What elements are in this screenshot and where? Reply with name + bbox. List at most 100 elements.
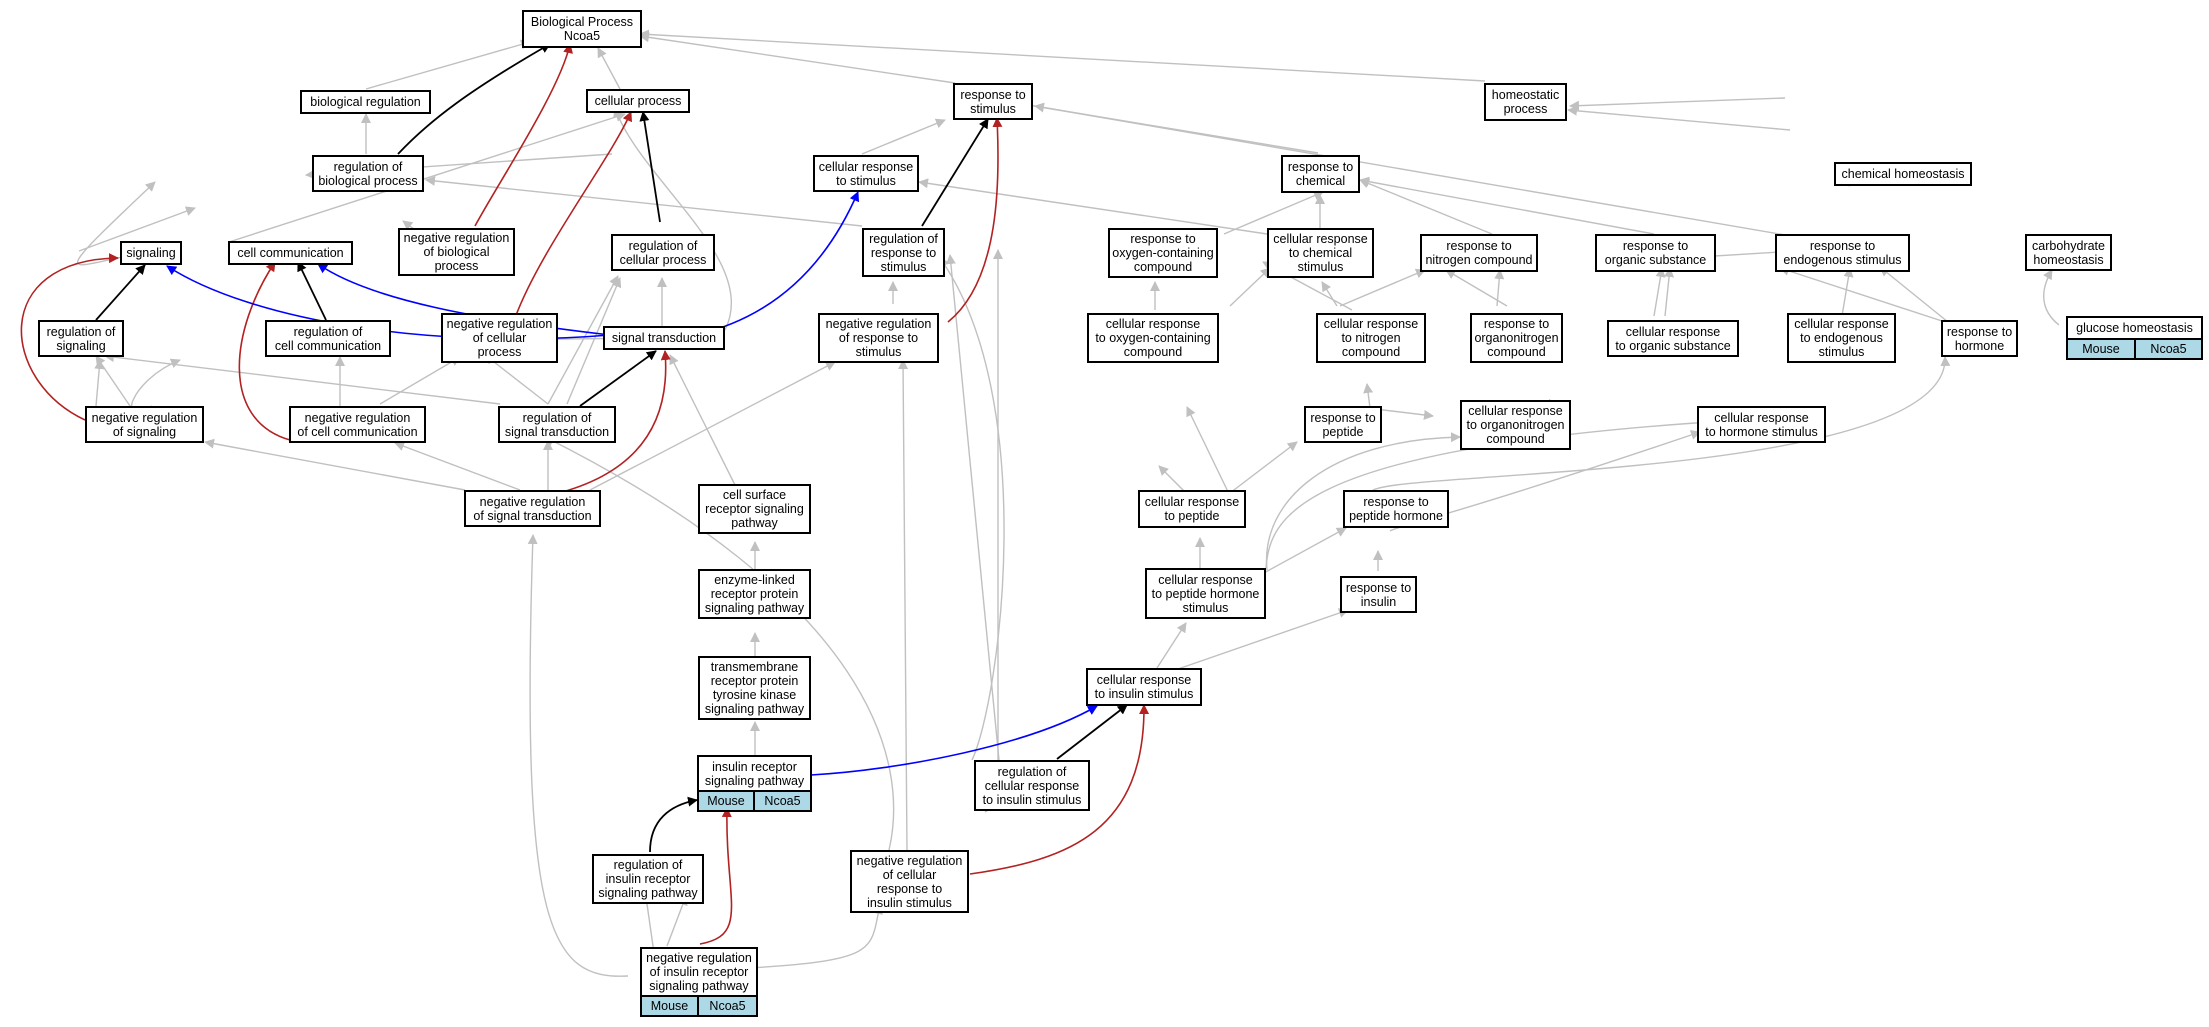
node-regulation-of-insulin-receptor-signaling-pathway[interactable]: regulation of insulin receptor signaling… [592, 854, 704, 904]
edge [228, 112, 626, 243]
edge [238, 261, 291, 441]
edge [365, 39, 531, 90]
node-negative-regulation-of-response-to-stimulus[interactable]: negative regulation of response to stimu… [818, 313, 939, 363]
node-homeostatic-process[interactable]: homeostatic process [1484, 83, 1567, 121]
tag-species: Mouse [697, 790, 755, 812]
node-cellular-response-to-nitrogen-compound[interactable]: cellular response to nitrogen compound [1316, 313, 1426, 363]
edge [861, 118, 946, 155]
node-response-to-oxygen-containing-compound[interactable]: response to oxygen-containing compound [1108, 228, 1218, 278]
edge [669, 354, 736, 486]
node-chemical-homeostasis[interactable]: chemical homeostasis [1834, 162, 1972, 186]
node-response-to-peptide-hormone[interactable]: response to peptide hormone [1343, 490, 1449, 528]
node-glucose-homeostasis[interactable]: glucose homeostasis [2066, 316, 2203, 340]
edge [554, 350, 671, 495]
edge [921, 118, 989, 227]
node-regulation-of-signal-transduction[interactable]: regulation of signal transduction [498, 406, 616, 443]
edge [130, 358, 181, 413]
node-regulation-of-biological-process[interactable]: regulation of biological process [312, 155, 424, 192]
tag-row-glucose-homeostasis: Mouse Ncoa5 [2066, 338, 2203, 360]
node-cellular-response-to-oxygen-containing-compound[interactable]: cellular response to oxygen-containing c… [1087, 313, 1219, 363]
edge [939, 257, 1005, 761]
node-response-to-organonitrogen-compound[interactable]: response to organonitrogen compound [1470, 313, 1563, 363]
edge [1494, 269, 1505, 307]
node-cellular-response-to-hormone-stimulus[interactable]: cellular response to hormone stimulus [1697, 406, 1826, 443]
node-signal-transduction[interactable]: signal transduction [603, 326, 725, 350]
node-response-to-chemical[interactable]: response to chemical [1281, 155, 1360, 193]
node-biological-regulation[interactable]: biological regulation [300, 90, 431, 114]
node-cellular-response-to-organic-substance[interactable]: cellular response to organic substance [1607, 320, 1739, 357]
node-response-to-nitrogen-compound[interactable]: response to nitrogen compound [1420, 234, 1538, 272]
node-negative-regulation-of-biological-process[interactable]: negative regulation of biological proces… [398, 228, 515, 276]
node-response-to-stimulus[interactable]: response to stimulus [953, 83, 1033, 120]
edge [1569, 97, 1786, 111]
node-insulin-receptor-signaling-pathway[interactable]: insulin receptor signaling pathway [697, 755, 812, 792]
node-negative-regulation-of-cellular-process[interactable]: negative regulation of cellular process [441, 313, 558, 363]
edge [1339, 268, 1426, 307]
edge [945, 254, 1000, 761]
edge [1664, 267, 1675, 317]
edge [544, 436, 895, 851]
node-response-to-insulin[interactable]: response to insulin [1340, 576, 1417, 613]
node-signaling[interactable]: signaling [120, 241, 182, 265]
node-regulation-of-signaling[interactable]: regulation of signaling [38, 320, 124, 357]
edge [547, 275, 619, 405]
node-cellular-response-to-endogenous-stimulus[interactable]: cellular response to endogenous stimulus [1787, 313, 1896, 363]
node-response-to-organic-substance[interactable]: response to organic substance [1595, 234, 1716, 272]
edge [1223, 190, 1324, 235]
edge [1321, 281, 1338, 307]
edge [1229, 267, 1271, 307]
edge [639, 32, 956, 84]
node-negative-regulation-of-signal-transduction[interactable]: negative regulation of signal transducti… [464, 490, 601, 527]
node-negative-regulation-of-insulin-receptor-signaling-pathway[interactable]: negative regulation of insulin receptor … [640, 947, 758, 997]
edge [649, 796, 698, 853]
edge [1186, 406, 1233, 501]
node-cellular-response-to-peptide-hormone-stimulus[interactable]: cellular response to peptide hormone sti… [1145, 568, 1266, 619]
node-regulation-of-cellular-process[interactable]: regulation of cellular process [611, 234, 715, 271]
node-regulation-of-cellular-response-to-insulin-stimulus[interactable]: regulation of cellular response to insul… [974, 760, 1090, 811]
tag-gene: Ncoa5 [755, 790, 812, 812]
node-negative-regulation-of-cell-communication[interactable]: negative regulation of cell communicatio… [289, 406, 426, 443]
edge [1363, 383, 1374, 409]
node-cellular-response-to-organonitrogen-compound[interactable]: cellular response to organonitrogen comp… [1460, 400, 1571, 450]
edge [566, 277, 622, 405]
node-regulation-of-response-to-stimulus[interactable]: regulation of response to stimulus [862, 228, 945, 277]
edge [1359, 176, 1655, 235]
edge [579, 350, 657, 407]
edge [1056, 704, 1128, 760]
node-cell-surface-receptor-signaling-pathway[interactable]: cell surface receptor signaling pathway [698, 484, 811, 534]
tag-gene: Ncoa5 [2136, 338, 2203, 360]
edge [1261, 527, 1347, 575]
edge [394, 441, 521, 491]
node-cellular-process[interactable]: cellular process [586, 89, 690, 113]
edge [639, 29, 1486, 82]
edge [597, 47, 621, 90]
edge [666, 895, 688, 947]
edge [1359, 178, 1493, 235]
red-edges [20, 43, 1150, 945]
edge [94, 359, 105, 407]
node-biological-process-ncoa5[interactable]: Biological Process Ncoa5 [522, 10, 642, 48]
node-cell-communication[interactable]: cell communication [228, 241, 353, 265]
node-enzyme-linked-receptor-protein-signaling-pathway[interactable]: enzyme-linked receptor protein signaling… [698, 569, 811, 619]
node-negative-regulation-of-cellular-response-to-insulin-stimulus[interactable]: negative regulation of cellular response… [850, 850, 969, 913]
node-cellular-response-to-stimulus[interactable]: cellular response to stimulus [813, 155, 919, 192]
node-cellular-response-to-chemical-stimulus[interactable]: cellular response to chemical stimulus [1267, 228, 1374, 278]
edge [969, 704, 1150, 875]
edge [397, 43, 551, 155]
edge [1229, 441, 1298, 494]
node-transmembrane-receptor-protein-tyrosine-kinase-signaling-pathway[interactable]: transmembrane receptor protein tyrosine … [698, 656, 811, 720]
edge [613, 107, 732, 331]
edge [317, 263, 611, 336]
node-carbohydrate-homeostasis[interactable]: carbohydrate homeostasis [2025, 234, 2112, 271]
edge [484, 354, 549, 405]
node-response-to-peptide[interactable]: response to peptide [1304, 406, 1382, 443]
node-response-to-endogenous-stimulus[interactable]: response to endogenous stimulus [1775, 234, 1910, 272]
node-cellular-response-to-insulin-stimulus[interactable]: cellular response to insulin stimulus [1086, 668, 1202, 706]
edge [1156, 622, 1187, 669]
node-response-to-hormone[interactable]: response to hormone [1941, 320, 2018, 357]
edge [749, 904, 883, 969]
node-negative-regulation-of-signaling[interactable]: negative regulation of signaling [85, 406, 204, 443]
edge [78, 206, 196, 252]
node-regulation-of-cell-communication[interactable]: regulation of cell communication [265, 320, 391, 357]
node-cellular-response-to-peptide[interactable]: cellular response to peptide [1138, 490, 1246, 528]
